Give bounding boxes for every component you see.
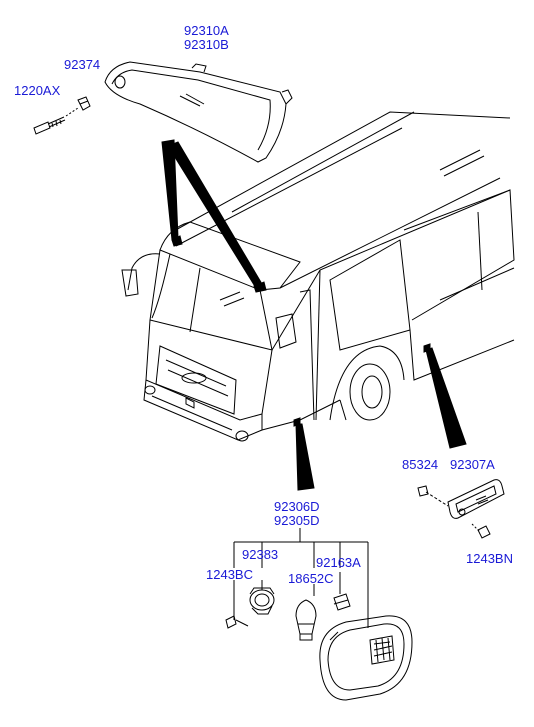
part-label-92306d[interactable]: 92306D [274, 499, 320, 514]
side-marker-screw [471, 523, 491, 539]
pointer-rear-side [425, 347, 467, 449]
part-label-1243bc[interactable]: 1243BC [206, 567, 253, 582]
part-label-92383[interactable]: 92383 [242, 547, 279, 562]
bus-body [121, 111, 515, 442]
bulb-socket [249, 587, 275, 615]
roof-marker-lamp [104, 61, 293, 163]
side-marker-plate-lamp [447, 479, 505, 519]
part-label-92310b[interactable]: 92310B [184, 37, 229, 52]
side-marker-clip [417, 485, 449, 507]
part-label-92310a[interactable]: 92310A [184, 23, 229, 38]
part-label-85324[interactable]: 85324 [402, 457, 439, 472]
part-label-1243bn[interactable]: 1243BN [466, 551, 513, 566]
pointer-roof-right [167, 141, 263, 289]
lamp-screw [33, 107, 79, 135]
part-label-92305d[interactable]: 92305D [274, 513, 320, 528]
pointer-front-side [295, 423, 315, 491]
front-side-marker-lamp [319, 615, 413, 701]
part-label-1220ax[interactable]: 1220AX [14, 83, 61, 98]
part-label-92163a[interactable]: 92163A [316, 555, 361, 570]
socket-screw [225, 615, 249, 629]
callout-tree [233, 528, 369, 628]
lamp-bracket-nut [77, 96, 91, 111]
part-label-18652c[interactable]: 18652C [288, 571, 334, 586]
part-label-92374[interactable]: 92374 [64, 57, 101, 72]
grommet [333, 593, 351, 611]
bulb [295, 599, 317, 641]
part-label-92307a[interactable]: 92307A [450, 457, 495, 472]
